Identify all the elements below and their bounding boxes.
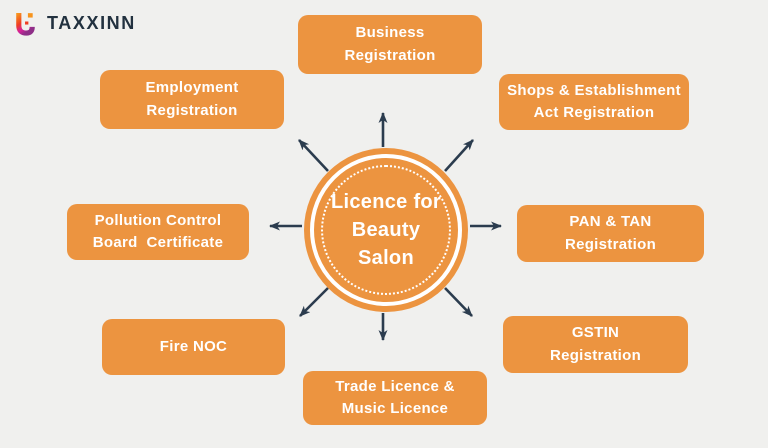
node-employment-registration: Employment Registration [100, 70, 284, 129]
hub-solid-ring [310, 154, 462, 306]
hub-dotted-ring [321, 165, 451, 295]
arrow-down-right [444, 287, 473, 317]
node-gstin-registration: GSTIN Registration [503, 316, 688, 373]
brand-name: TAXXINN [47, 13, 136, 33]
brand-logo: TAXXINN [14, 10, 136, 37]
arrow-up-right [444, 139, 474, 172]
arrow-down-left [299, 287, 329, 317]
node-pollution-control-board: Pollution Control Board Certificate [67, 204, 249, 260]
node-shops-establishment-act: Shops & Establishment Act Registration [499, 74, 689, 130]
arrow-up-left [298, 139, 329, 172]
node-trade-music-licence: Trade Licence & Music Licence [303, 371, 487, 425]
node-business-registration: Business Registration [298, 15, 482, 74]
node-fire-noc: Fire NOC [102, 319, 285, 375]
node-pan-tan-registration: PAN & TAN Registration [517, 205, 704, 262]
taxxinn-logo-icon [16, 12, 35, 36]
hub-title: Licence for Beauty Salon [331, 191, 441, 269]
hub-circle: Licence for Beauty Salon [304, 148, 468, 312]
